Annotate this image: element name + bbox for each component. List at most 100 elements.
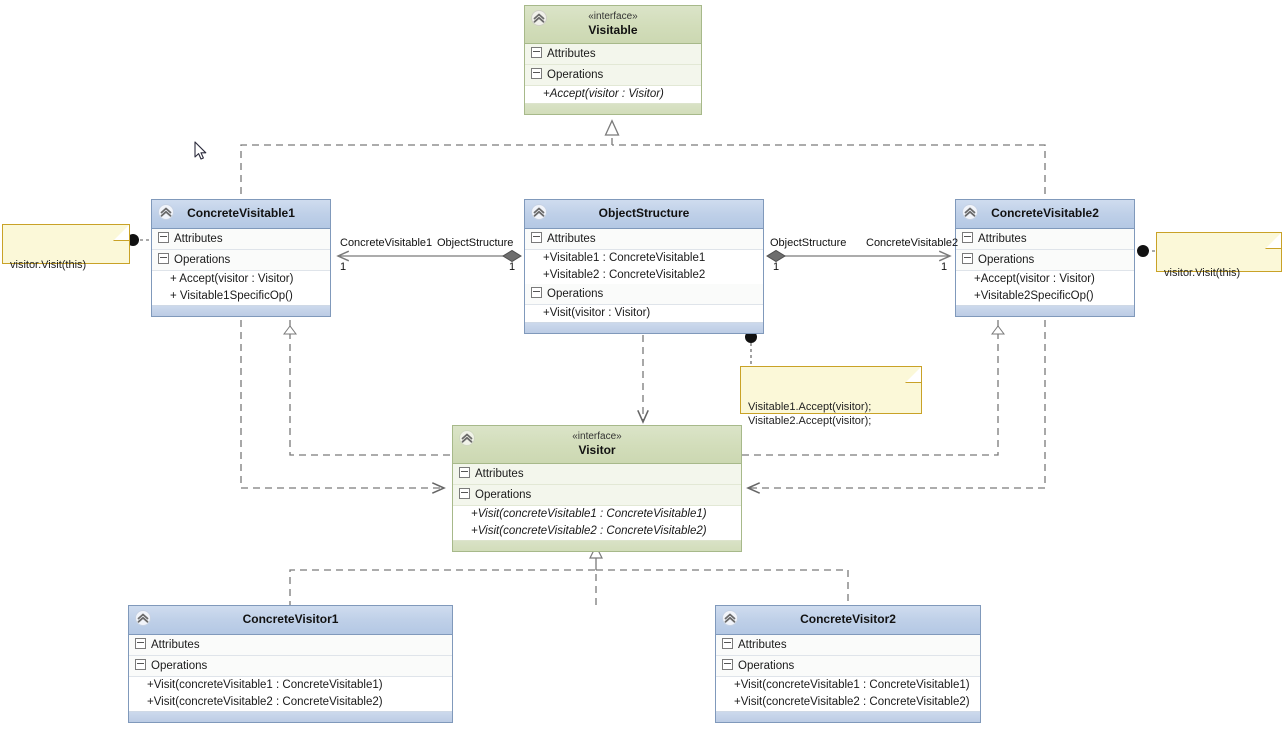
- attributes-section-header[interactable]: Attributes: [152, 229, 330, 250]
- note-fold-corner: [113, 224, 130, 241]
- collapse-box-icon[interactable]: [459, 467, 470, 478]
- class-box-visitor[interactable]: «interface» Visitor Attributes Operation…: [452, 425, 742, 552]
- mouse-cursor: [194, 141, 208, 161]
- collapse-box-icon[interactable]: [135, 638, 146, 649]
- class-name: Visitable: [588, 23, 638, 37]
- attribute-item: +Visitable2 : ConcreteVisitable2: [525, 267, 763, 284]
- operation-item: + Visitable1SpecificOp(): [152, 288, 330, 305]
- class-box-concretevisitable1[interactable]: ConcreteVisitable1 Attributes Operations…: [151, 199, 331, 317]
- class-name: ConcreteVisitable2: [991, 206, 1099, 220]
- class-name: Visitor: [578, 443, 616, 457]
- note-text: Visitable1.Accept(visitor); Visitable2.A…: [748, 401, 872, 427]
- class-box-objectstructure[interactable]: ObjectStructure Attributes +Visitable1 :…: [524, 199, 764, 334]
- note-text: visitor.Visit(this): [10, 259, 87, 271]
- operations-compartment: Operations +Accept(visitor : Visitor) +V…: [956, 250, 1134, 305]
- attributes-section-header[interactable]: Attributes: [453, 464, 741, 485]
- class-box-concretevisitable2[interactable]: ConcreteVisitable2 Attributes Operations…: [955, 199, 1135, 317]
- class-footer: [129, 711, 452, 722]
- class-footer: [956, 305, 1134, 316]
- class-name: ConcreteVisitor1: [242, 612, 339, 626]
- class-header-concretevisitor2: ConcreteVisitor2: [716, 606, 980, 635]
- attributes-section-header[interactable]: Attributes: [525, 44, 701, 65]
- attributes-label: Attributes: [475, 468, 524, 480]
- attributes-label: Attributes: [738, 639, 787, 651]
- multiplicity-objectstructure-left-side: 1: [509, 261, 516, 273]
- operations-label: Operations: [174, 254, 231, 266]
- edge-label-role-cv1: ConcreteVisitable1: [340, 237, 433, 249]
- note-fold-corner: [905, 366, 922, 383]
- attributes-label: Attributes: [174, 233, 223, 245]
- attributes-section-header[interactable]: Attributes: [129, 635, 452, 656]
- operations-section-header[interactable]: Operations: [525, 65, 701, 86]
- class-header-concretevisitable2: ConcreteVisitable2: [956, 200, 1134, 229]
- operations-section-header[interactable]: Operations: [716, 656, 980, 677]
- attributes-label: Attributes: [547, 233, 596, 245]
- operations-section-header[interactable]: Operations: [956, 250, 1134, 271]
- class-footer: [716, 711, 980, 722]
- collapse-box-icon[interactable]: [158, 253, 169, 264]
- chevron-up-double-icon: [459, 430, 475, 446]
- operation-item: +Visit(visitor : Visitor): [525, 305, 763, 322]
- note-right-visitor-visit[interactable]: visitor.Visit(this): [1156, 232, 1282, 279]
- chevron-up-double-icon: [158, 204, 174, 220]
- collapse-box-icon[interactable]: [531, 232, 542, 243]
- operations-compartment: Operations +Accept(visitor : Visitor): [525, 65, 701, 103]
- operations-section-header[interactable]: Operations: [129, 656, 452, 677]
- class-box-concretevisitor2[interactable]: ConcreteVisitor2 Attributes Operations +…: [715, 605, 981, 723]
- collapse-box-icon[interactable]: [135, 659, 146, 670]
- collapse-box-icon[interactable]: [722, 659, 733, 670]
- chevron-up-double-icon: [135, 610, 151, 626]
- multiplicity-cv2-side: 1: [941, 261, 948, 273]
- operations-label: Operations: [151, 660, 208, 672]
- operation-item: +Visit(concreteVisitable2 : ConcreteVisi…: [453, 523, 741, 540]
- class-footer: [453, 540, 741, 551]
- collapse-box-icon[interactable]: [962, 253, 973, 264]
- multiplicity-cv1-side: 1: [340, 261, 347, 273]
- attributes-label: Attributes: [978, 233, 1027, 245]
- attributes-section-header[interactable]: Attributes: [525, 229, 763, 250]
- operation-item: +Accept(visitor : Visitor): [525, 86, 701, 103]
- collapse-box-icon[interactable]: [459, 488, 470, 499]
- edge-label-role-cv2: ConcreteVisitable2: [866, 237, 959, 249]
- operation-item: + Accept(visitor : Visitor): [152, 271, 330, 288]
- operations-compartment: Operations +Visit(concreteVisitable1 : C…: [129, 656, 452, 711]
- attributes-label: Attributes: [547, 48, 596, 60]
- collapse-box-icon[interactable]: [722, 638, 733, 649]
- chevron-up-double-icon: [531, 10, 547, 26]
- class-stereotype: «interface»: [572, 431, 622, 442]
- note-center-accept-calls[interactable]: Visitable1.Accept(visitor); Visitable2.A…: [740, 366, 922, 427]
- attributes-label: Attributes: [151, 639, 200, 651]
- attributes-section-header[interactable]: Attributes: [956, 229, 1134, 250]
- attributes-section-header[interactable]: Attributes: [716, 635, 980, 656]
- collapse-box-icon[interactable]: [531, 47, 542, 58]
- class-header-visitable: «interface» Visitable: [525, 6, 701, 44]
- operations-compartment: Operations +Visit(concreteVisitable1 : C…: [453, 485, 741, 540]
- class-name: ConcreteVisitable1: [187, 206, 295, 220]
- class-box-concretevisitor1[interactable]: ConcreteVisitor1 Attributes Operations +…: [128, 605, 453, 723]
- attributes-compartment: Attributes: [716, 635, 980, 656]
- note-left-visitor-visit[interactable]: visitor.Visit(this): [2, 224, 130, 271]
- operations-section-header[interactable]: Operations: [152, 250, 330, 271]
- operations-section-header[interactable]: Operations: [453, 485, 741, 506]
- operations-section-header[interactable]: Operations: [525, 284, 763, 305]
- chevron-up-double-icon: [531, 204, 547, 220]
- realization-concretevisitors-visitor: [289, 544, 849, 605]
- multiplicity-objectstructure-right-side: 1: [773, 261, 780, 273]
- operation-item: +Visit(concreteVisitable1 : ConcreteVisi…: [716, 677, 980, 694]
- note-anchor-center: [745, 331, 757, 367]
- operation-item: +Visit(concreteVisitable1 : ConcreteVisi…: [129, 677, 452, 694]
- collapse-box-icon[interactable]: [962, 232, 973, 243]
- attributes-compartment: Attributes: [956, 229, 1134, 250]
- edge-label-role-objectstructure-left: ObjectStructure: [437, 237, 514, 249]
- operations-label: Operations: [547, 288, 604, 300]
- note-anchor-right: [1137, 245, 1155, 257]
- attribute-item: +Visitable1 : ConcreteVisitable1: [525, 250, 763, 267]
- operations-label: Operations: [547, 69, 604, 81]
- operation-item: +Visit(concreteVisitable2 : ConcreteVisi…: [129, 694, 452, 711]
- class-box-visitable[interactable]: «interface» Visitable Attributes Operati…: [524, 5, 702, 115]
- collapse-box-icon[interactable]: [158, 232, 169, 243]
- collapse-box-icon[interactable]: [531, 287, 542, 298]
- collapse-box-icon[interactable]: [531, 68, 542, 79]
- association-objectstructure-cv1: [336, 249, 522, 263]
